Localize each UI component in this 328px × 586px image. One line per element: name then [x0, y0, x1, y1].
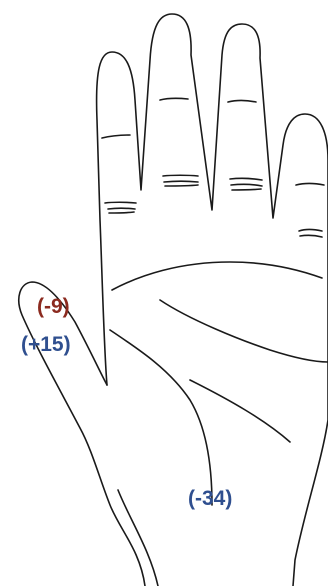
label-palm-base: (-34) — [188, 487, 233, 510]
finger-creases — [101, 97, 325, 238]
label-thumb-top: (-9) — [37, 295, 70, 318]
label-thumb-bottom: (+15) — [21, 333, 71, 356]
palm-lines — [109, 261, 328, 586]
hand-outline — [95, 13, 328, 586]
thumb-outline — [18, 281, 146, 586]
